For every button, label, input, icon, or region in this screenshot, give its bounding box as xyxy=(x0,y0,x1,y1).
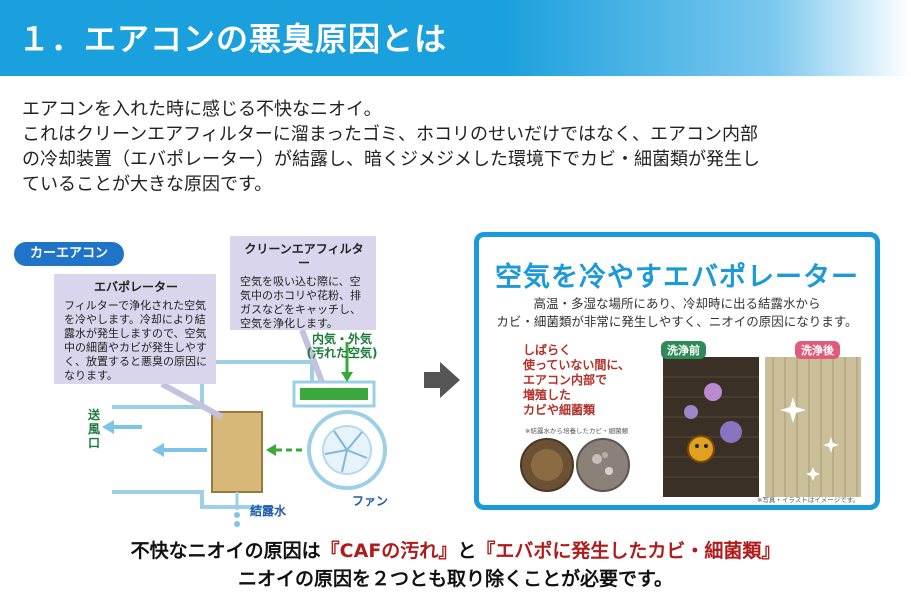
caf-dirt-emphasis: 『CAFの汚れ』 xyxy=(320,540,458,562)
evaporator-desc-line: カビ・細菌類が非常に発生しやすく、ニオイの原因になります。 xyxy=(496,314,858,329)
car-aircon-diagram: カーエアコン エバポレーター フィルターで浄化された空気を冷やします。冷却により… xyxy=(12,232,432,532)
mold-emphasis: 『エバポに発生したカビ・細菌類』 xyxy=(476,540,781,562)
intro-line: ていることが大きな原因です。 xyxy=(22,174,273,195)
evaporator-panel-description: 高温・多湿な場所にあり、冷却時に出る結露水から カビ・細菌類が非常に発生しやすく… xyxy=(479,295,875,331)
photo-caption-line: カビや細菌類 xyxy=(523,403,596,417)
culture-note: ※結露水から培養したカビ・細菌類 xyxy=(525,427,628,435)
car-aircon-tag: カーエアコン xyxy=(14,242,124,266)
filter-callout-title: クリーンエアフィルター xyxy=(244,242,364,270)
conclusion-conjunction: と xyxy=(457,540,477,562)
air-intake-label: 内気・外気 (汚れた空気) xyxy=(302,332,382,360)
image-disclaimer: ※写真・イラストはイメージです。 xyxy=(756,496,859,504)
evaporator-photo-graphic xyxy=(520,357,861,497)
filter-callout-text: 空気を吸い込む際に、空気中のホコリや花粉、排ガスなどをキャッチし、空気を浄化しま… xyxy=(240,275,361,330)
arrow-right-icon xyxy=(424,362,460,398)
conclusion-line1: 不快なニオイの原因は『CAFの汚れ』と『エバポに発生したカビ・細菌類』 xyxy=(0,537,911,565)
evaporator-photo-area: しばらく 使っていない間に、 エアコン内部で 増殖した カビや細菌類 ※結露水か… xyxy=(513,337,867,504)
photo-caption-line: 使っていない間に、 xyxy=(523,358,631,372)
photo-caption-line: しばらく xyxy=(523,343,572,357)
evaporator-panel-title: 空気を冷やすエバポレーター xyxy=(495,262,859,293)
air-intake-line2: (汚れた空気) xyxy=(306,346,378,360)
intro-line: の冷却装置（エバポレーター）が結露し、暗くジメジメした環境下でカビ・細菌類が発生… xyxy=(22,149,760,170)
vent-label: 送風口 xyxy=(88,408,101,450)
intro-line: エアコンを入れた時に感じる不快なニオイ。 xyxy=(22,99,382,120)
evaporator-desc-line: 高温・多湿な場所にあり、冷却時に出る結露水から xyxy=(533,296,821,311)
photo-caption-line: 増殖した xyxy=(523,388,572,402)
intro-text: エアコンを入れた時に感じる不快なニオイ。 これはクリーンエアフィルターに溜まった… xyxy=(22,97,892,197)
filter-callout: クリーンエアフィルター 空気を吸い込む際に、空気中のホコリや花粉、排ガスなどをキ… xyxy=(230,236,376,330)
photo-caption-line: エアコン内部で xyxy=(523,373,608,387)
conclusion: 不快なニオイの原因は『CAFの汚れ』と『エバポに発生したカビ・細菌類』 ニオイの… xyxy=(0,537,911,593)
evaporator-panel: 空気を冷やすエバポレーター 高温・多湿な場所にあり、冷却時に出る結露水から カビ… xyxy=(474,232,880,510)
after-wash-badge: 洗浄後 xyxy=(795,341,840,359)
evaporator-callout-title: エバポレーター xyxy=(93,280,178,294)
title-banner: １．エアコンの悪臭原因とは xyxy=(0,0,911,76)
before-wash-badge: 洗浄前 xyxy=(661,341,706,359)
evaporator-callout: エバポレーター フィルターで浄化された空気を冷やします。冷却により結露水が発生し… xyxy=(54,274,216,384)
page-title: １．エアコンの悪臭原因とは xyxy=(18,20,448,58)
conclusion-line2: ニオイの原因を２つとも取り除くことが必要です。 xyxy=(237,568,674,590)
air-intake-line1: 内気・外気 xyxy=(311,332,372,346)
conclusion-prefix: 不快なニオイの原因は xyxy=(130,540,321,562)
airflow-diagram-graphic xyxy=(102,328,387,527)
fan-label: ファン xyxy=(352,494,389,508)
condensation-label: 結露水 xyxy=(250,504,287,518)
evaporator-callout-text: フィルターで浄化された空気を冷やします。冷却により結露水が発生しますので、空気中… xyxy=(64,299,207,382)
photo-caption: しばらく 使っていない間に、 エアコン内部で 増殖した カビや細菌類 xyxy=(523,343,630,418)
intro-line: これはクリーンエアフィルターに溜まったゴミ、ホコリのせいだけではなく、エアコン内… xyxy=(22,124,759,145)
